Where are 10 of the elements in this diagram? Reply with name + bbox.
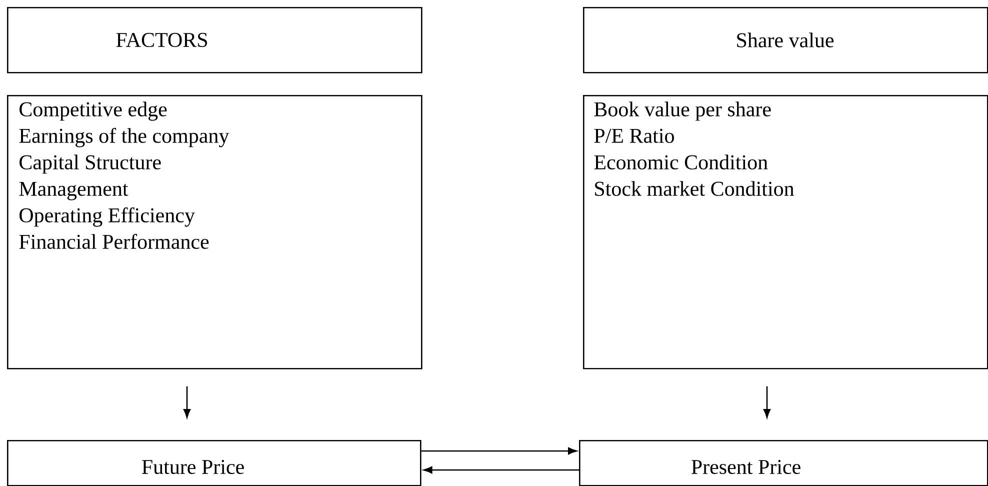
arrow bbox=[421, 447, 577, 455]
heading-box: Share value bbox=[583, 7, 988, 74]
list-box: Competitive edge Earnings of the company Capital Structure Management Operating Efficiency Financial Performance bbox=[7, 95, 422, 370]
arrow bbox=[183, 386, 191, 418]
list-box: Book value per share P/E Ratio Economic Condition Stock market Condition bbox=[583, 95, 988, 370]
arrow bbox=[763, 386, 771, 418]
price-box: Future Price bbox=[7, 440, 422, 486]
arrow bbox=[423, 466, 579, 474]
price-box: Present Price bbox=[579, 440, 988, 486]
heading-box: FACTORS bbox=[7, 7, 422, 74]
